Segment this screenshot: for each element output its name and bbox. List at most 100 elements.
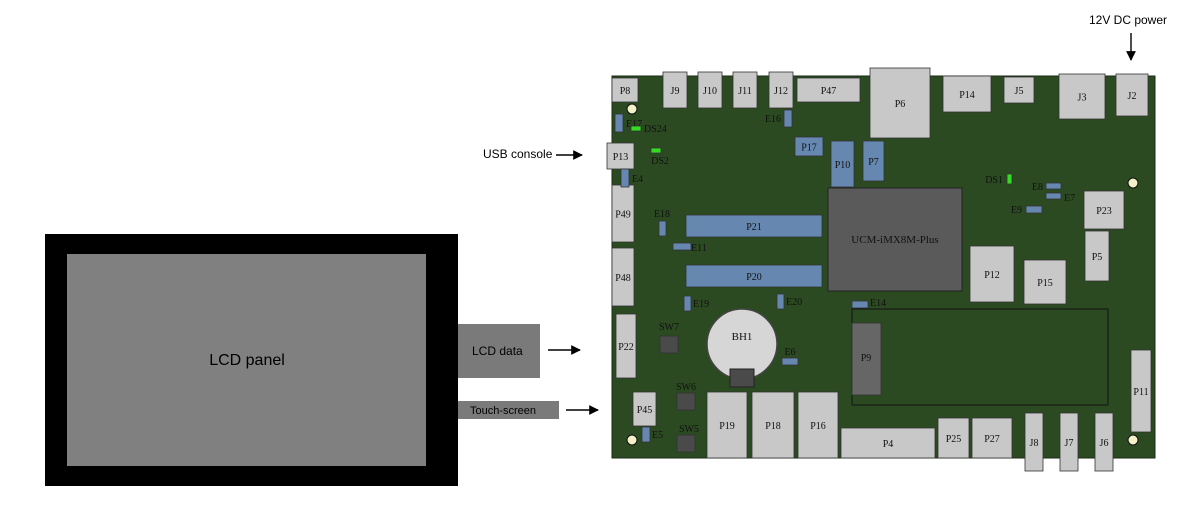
connector-p49-label: P49 — [615, 210, 631, 221]
component-p10-label: P10 — [835, 160, 851, 171]
connector-p8 — [611, 77, 639, 103]
connector-p5 — [1084, 230, 1110, 282]
connector-p23 — [1083, 190, 1125, 230]
connector-j12 — [768, 71, 794, 109]
connector-p13 — [606, 142, 635, 170]
connector-p48 — [611, 247, 635, 307]
connector-j9 — [662, 71, 688, 109]
connector-p4-label: P4 — [883, 439, 894, 450]
lcd-data-cable-body — [458, 324, 540, 378]
led-ds2-label: DS2 — [651, 156, 669, 167]
connector-p8-label: P8 — [620, 86, 631, 97]
connector-j2-label: J2 — [1128, 91, 1137, 102]
connector-p15-label: P15 — [1037, 278, 1053, 289]
connector-p4 — [840, 427, 936, 459]
battery-clip — [729, 368, 755, 388]
lcd-data-label: LCD data — [472, 344, 523, 358]
led-ds24-label: DS24 — [644, 124, 667, 135]
mounting-hole — [1127, 177, 1139, 189]
switch-sw5-label: SW5 — [679, 424, 699, 435]
jumper-e7-label: E7 — [1064, 193, 1075, 204]
connector-p14 — [942, 75, 992, 113]
connector-p15 — [1023, 259, 1067, 305]
connector-p25-label: P25 — [946, 434, 962, 445]
connector-j8-label: J8 — [1030, 438, 1039, 449]
connector-j11 — [732, 71, 758, 109]
component-p21 — [685, 214, 823, 238]
connector-j9-label: J9 — [671, 86, 680, 97]
connector-p27-label: P27 — [984, 434, 1000, 445]
jumper-e7 — [1045, 192, 1062, 200]
connector-j2 — [1115, 73, 1149, 117]
connector-p11 — [1130, 349, 1152, 433]
connector-j12-label: J12 — [774, 86, 788, 97]
lcd-panel-label: LCD panel — [209, 352, 285, 369]
mounting-hole — [626, 103, 638, 115]
jumper-e18 — [658, 220, 667, 237]
component-p20-label: P20 — [746, 272, 762, 283]
connector-j6-label: J6 — [1100, 438, 1109, 449]
jumper-e6 — [781, 357, 799, 366]
switch-sw6 — [676, 392, 696, 411]
jumper-e17 — [614, 113, 624, 133]
connector-j10-label: J10 — [703, 86, 717, 97]
jumper-e4-label: E4 — [632, 174, 643, 185]
jumper-e11 — [672, 242, 692, 251]
power-label: 12V DC power — [1089, 13, 1167, 27]
connector-p45-label: P45 — [637, 405, 653, 416]
connector-p11-label: P11 — [1133, 387, 1148, 398]
component-p7 — [862, 140, 885, 182]
connector-p14-label: P14 — [959, 90, 975, 101]
connector-j3 — [1058, 73, 1106, 120]
component-p9 — [851, 322, 882, 396]
mounting-hole — [626, 434, 638, 446]
connector-p22 — [615, 313, 637, 379]
jumper-e8 — [1045, 182, 1062, 190]
jumper-e14 — [851, 300, 869, 309]
jumper-e20 — [776, 293, 785, 310]
connector-p22-label: P22 — [618, 342, 634, 353]
som-module-label: UCM-iMX8M-Plus — [851, 234, 938, 246]
component-p9-label: P9 — [861, 353, 872, 364]
connector-p16-label: P16 — [810, 421, 826, 432]
touch-screen-label: Touch-screen — [470, 405, 536, 417]
led-ds1 — [1006, 173, 1013, 185]
component-p21-label: P21 — [746, 222, 762, 233]
usb-console-label: USB console — [483, 147, 553, 161]
component-p7-label: P7 — [868, 157, 879, 168]
jumper-e18-label: E18 — [654, 209, 670, 220]
jumper-e8-label: E8 — [1032, 182, 1043, 193]
connector-p48-label: P48 — [615, 273, 631, 284]
connector-p16 — [797, 391, 839, 459]
component-p17 — [794, 136, 824, 157]
lcd-screen — [67, 254, 426, 466]
mounting-hole — [1127, 434, 1139, 446]
connector-p19-label: P19 — [719, 421, 735, 432]
connector-j3-label: J3 — [1078, 93, 1087, 104]
jumper-e16-label: E16 — [765, 114, 781, 125]
jumper-e5-label: E5 — [652, 430, 663, 441]
connector-p18-label: P18 — [765, 421, 781, 432]
connector-j7 — [1059, 412, 1079, 472]
led-ds2 — [650, 147, 662, 154]
connector-j10 — [697, 71, 723, 109]
connector-p18 — [751, 391, 795, 459]
connector-p47 — [796, 77, 861, 103]
som-module — [827, 187, 963, 292]
connector-p25 — [937, 417, 970, 459]
connector-j8 — [1024, 412, 1044, 472]
battery-label: BH1 — [732, 331, 753, 343]
connector-p23-label: P23 — [1096, 206, 1112, 217]
connector-j5 — [1003, 76, 1035, 104]
jumper-e5 — [641, 426, 651, 443]
touch-screen-cable: Touch-screen — [458, 401, 599, 419]
connector-j6 — [1094, 412, 1114, 472]
component-p10 — [830, 140, 855, 188]
lcd-panel: LCD panel — [45, 234, 458, 486]
lcd-data-cable: LCD data — [458, 324, 581, 378]
connector-p19 — [706, 391, 748, 459]
connector-j11-label: J11 — [738, 86, 752, 97]
connector-p6 — [869, 67, 931, 139]
touch-screen-cable-body — [458, 401, 559, 419]
